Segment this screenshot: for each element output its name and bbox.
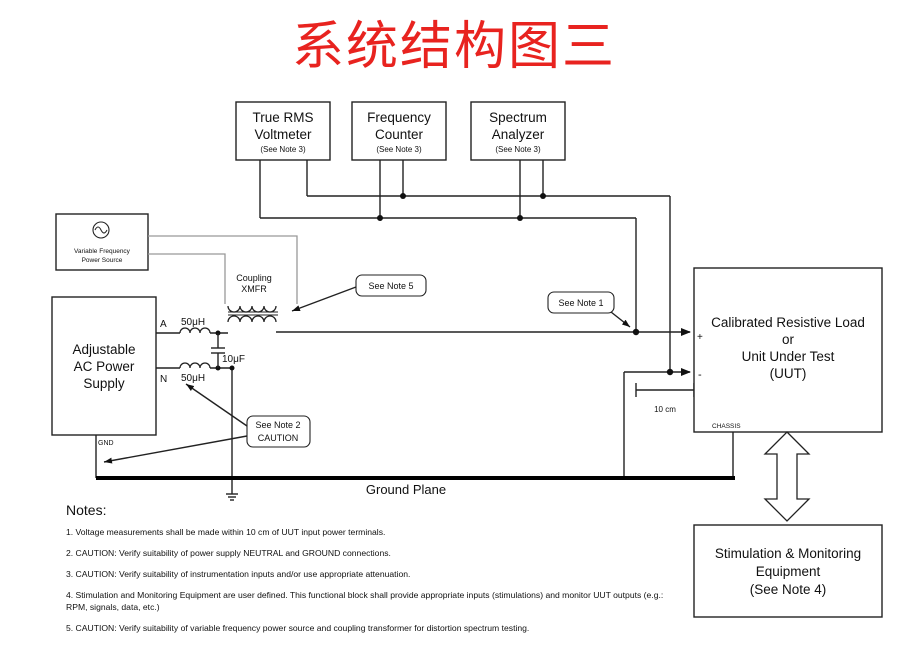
coupling-transformer: Coupling XMFR (227, 273, 278, 323)
svg-text:Unit Under Test: Unit Under Test (742, 349, 835, 364)
svg-text:Stimulation & Monitoring: Stimulation & Monitoring (715, 546, 861, 561)
frequency-counter-box: Frequency Counter (See Note 3) (351, 101, 447, 161)
svg-text:(See Note 4): (See Note 4) (750, 582, 827, 597)
svg-text:Adjustable: Adjustable (72, 342, 135, 357)
true-rms-voltmeter-box: True RMS Voltmeter (See Note 3) (235, 101, 331, 161)
notes-heading: Notes: (66, 502, 107, 518)
uut-return-wiring (623, 368, 691, 478)
svg-text:Variable Frequency: Variable Frequency (74, 248, 131, 255)
spectrum-analyzer-box: Spectrum Analyzer (See Note 3) (470, 101, 566, 161)
svg-text:A: A (160, 319, 167, 330)
svg-text:-: - (698, 369, 702, 381)
bidirectional-arrow (763, 431, 811, 522)
svg-text:Coupling: Coupling (236, 273, 272, 283)
notes-section: Notes: 1. Voltage measurements shall be … (66, 502, 676, 643)
note-5: 5. CAUTION: Verify suitability of variab… (66, 623, 530, 633)
svg-text:True RMS: True RMS (252, 110, 313, 125)
svg-text:CHASSIS: CHASSIS (712, 423, 741, 430)
svg-text:10 cm: 10 cm (654, 405, 676, 414)
svg-text:See Note 5: See Note 5 (368, 281, 413, 291)
callout-note-1: See Note 1 (547, 291, 631, 328)
note-3: 3. CAUTION: Verify suitability of instru… (66, 569, 411, 579)
note-4: 4. Stimulation and Monitoring Equipment … (66, 590, 664, 612)
svg-text:or: or (782, 332, 795, 347)
svg-text:See Note 2: See Note 2 (255, 420, 300, 430)
distance-marker: 10 cm (635, 383, 695, 414)
svg-text:10μF: 10μF (222, 354, 245, 365)
svg-text:Counter: Counter (375, 127, 424, 142)
neutral-circuit: 50μH (156, 362, 238, 501)
callout-note-5: See Note 5 (291, 274, 427, 312)
ground-plane: Ground Plane (96, 476, 735, 497)
svg-text:50μH: 50μH (181, 373, 205, 384)
svg-text:Spectrum: Spectrum (489, 110, 547, 125)
adjustable-ac-power-supply-box: Adjustable AC Power Supply GND A N (51, 296, 167, 447)
svg-text:Analyzer: Analyzer (492, 127, 545, 142)
line-a-circuit: 50μH (156, 317, 691, 336)
uut-box: Calibrated Resistive Load or Unit Under … (693, 267, 883, 433)
svg-text:(See Note 3): (See Note 3) (376, 145, 422, 154)
chassis-ground-wiring (95, 432, 734, 478)
ac-source-icon (92, 221, 110, 239)
svg-text:+: + (697, 332, 703, 343)
stimulation-monitoring-box: Stimulation & Monitoring Equipment (See … (693, 524, 883, 618)
svg-text:N: N (160, 374, 167, 385)
svg-text:(See Note 3): (See Note 3) (260, 145, 306, 154)
svg-text:Ground Plane: Ground Plane (366, 482, 446, 497)
svg-text:Frequency: Frequency (367, 110, 431, 125)
svg-text:(See Note 3): (See Note 3) (495, 145, 541, 154)
callout-note-2: See Note 2 CAUTION (103, 383, 311, 464)
measurement-wiring (259, 160, 671, 372)
svg-text:GND: GND (98, 440, 114, 447)
svg-text:Power Source: Power Source (82, 257, 123, 264)
note-1: 1. Voltage measurements shall be made wi… (66, 527, 386, 537)
svg-text:CAUTION: CAUTION (258, 433, 299, 443)
svg-text:AC Power: AC Power (74, 359, 135, 374)
svg-text:Calibrated Resistive Load: Calibrated Resistive Load (711, 315, 865, 330)
svg-text:Equipment: Equipment (756, 564, 821, 579)
svg-text:50μH: 50μH (181, 317, 205, 328)
vfps-to-transformer-wiring (148, 235, 298, 304)
variable-frequency-power-source-box: Variable Frequency Power Source (55, 213, 149, 271)
svg-text:Voltmeter: Voltmeter (254, 127, 312, 142)
capacitor-10uf: 10μF (211, 333, 245, 368)
slide-title: 系统结构图三 (291, 17, 616, 77)
svg-text:Supply: Supply (83, 376, 125, 391)
svg-text:See Note 1: See Note 1 (558, 298, 603, 308)
svg-text:XMFR: XMFR (241, 284, 267, 294)
note-2: 2. CAUTION: Verify suitability of power … (66, 548, 391, 558)
svg-text:(UUT): (UUT) (770, 366, 807, 381)
